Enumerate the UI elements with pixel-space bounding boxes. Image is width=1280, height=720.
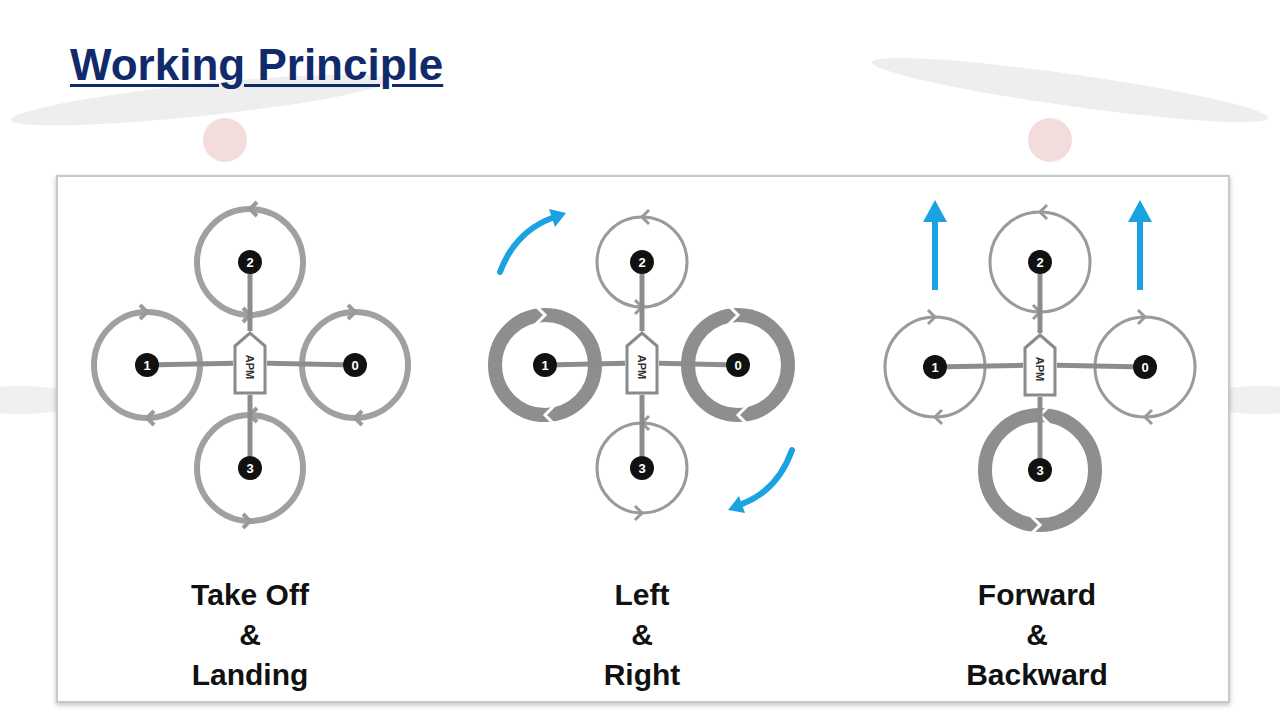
motor-number: 2 <box>638 256 645 269</box>
drone-arm <box>640 395 645 456</box>
motor-watermark <box>1028 118 1072 162</box>
motor-hub: 0 <box>1133 355 1157 379</box>
drone-arm <box>248 395 253 456</box>
controller-shape <box>235 333 265 393</box>
drone-arm <box>1057 365 1133 366</box>
drone-arm <box>557 363 625 364</box>
drone-arm <box>659 363 726 364</box>
motor-number: 1 <box>931 361 938 374</box>
panel-caption: Left & Right <box>602 575 682 695</box>
flight-controller: APM <box>233 331 267 395</box>
controller-label: APM <box>244 355 256 379</box>
controller-label: APM <box>636 355 648 379</box>
panel-caption: Forward & Backward <box>965 575 1110 695</box>
motor-hub: 0 <box>726 353 750 377</box>
drone-arm <box>1038 397 1043 458</box>
motor-number: 1 <box>143 359 150 372</box>
motor-number: 0 <box>351 359 358 372</box>
propeller-watermark <box>870 46 1271 133</box>
motor-hub: 1 <box>533 353 557 377</box>
motor-hub: 3 <box>630 456 654 480</box>
drone-arm <box>1038 274 1043 333</box>
motor-hub: 2 <box>630 250 654 274</box>
motor-hub: 2 <box>1028 250 1052 274</box>
drone-arm <box>947 365 1023 366</box>
drone-arm <box>248 274 253 331</box>
motor-hub: 3 <box>238 456 262 480</box>
motor-number: 2 <box>246 256 253 269</box>
motor-number: 3 <box>638 462 645 475</box>
motion-panel: Forward & Backward 2 1 APM 0 3 <box>848 178 1226 698</box>
drone-arm <box>159 363 233 364</box>
motor-watermark <box>203 118 247 162</box>
motor-hub: 2 <box>238 250 262 274</box>
controller-shape <box>1025 335 1055 395</box>
motor-number: 3 <box>1036 464 1043 477</box>
flight-controller: APM <box>1023 333 1057 397</box>
drone-arm <box>267 363 343 364</box>
motor-number: 0 <box>734 359 741 372</box>
drone-arm <box>640 274 645 331</box>
motor-hub: 0 <box>343 353 367 377</box>
motor-number: 3 <box>246 462 253 475</box>
motion-panel: Left & Right 2 1 APM 0 3 <box>462 178 822 698</box>
flight-controller: APM <box>625 331 659 395</box>
controller-label: APM <box>1034 357 1046 381</box>
panel-caption: Take Off & Landing <box>183 575 318 695</box>
motor-hub: 1 <box>135 353 159 377</box>
motor-number: 2 <box>1036 256 1043 269</box>
controller-shape <box>627 333 657 393</box>
motor-number: 1 <box>541 359 548 372</box>
motor-hub: 3 <box>1028 458 1052 482</box>
slide-title: Working Principle <box>70 40 443 90</box>
motor-hub: 1 <box>923 355 947 379</box>
motor-number: 0 <box>1141 361 1148 374</box>
motion-panel: Take Off & Landing 2 1 APM 0 3 <box>62 178 438 698</box>
